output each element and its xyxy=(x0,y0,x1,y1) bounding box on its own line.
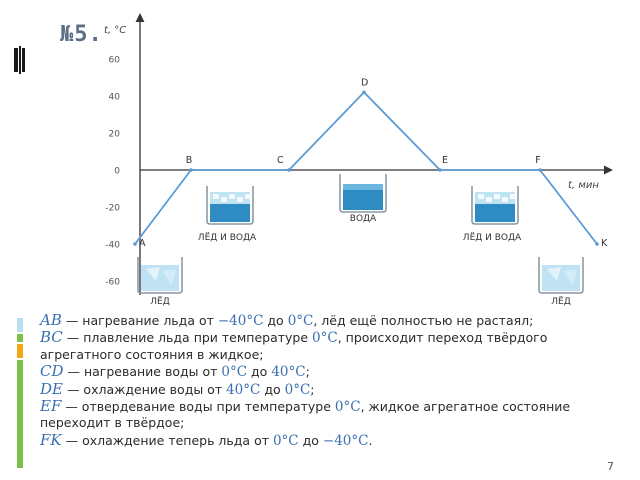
y-tick-label: 20 xyxy=(109,130,121,140)
point-label-c: C xyxy=(277,155,284,166)
temperature-value: 0°C xyxy=(221,364,248,381)
point-label-f: F xyxy=(535,155,540,166)
description-text: до xyxy=(260,381,285,397)
slide-title: №5. xyxy=(60,22,103,47)
segment-label: FK xyxy=(40,430,62,449)
point-e xyxy=(438,168,442,172)
segment-label: AB xyxy=(40,311,62,329)
series-line: A B C D E F K xyxy=(133,77,608,249)
point-label-k: K xyxy=(601,238,608,249)
segment-label: CD xyxy=(40,362,64,381)
x-axis-label: t, мин xyxy=(568,180,599,191)
y-ticks: 60 40 20 0 -20 -40 -60 xyxy=(105,56,120,288)
beaker-label: ВОДА xyxy=(350,214,377,224)
temperature-value: −40°C xyxy=(217,313,264,329)
description-text: — охлаждение воды от xyxy=(62,381,227,397)
y-tick-label: -20 xyxy=(105,204,120,214)
y-tick-label: -60 xyxy=(105,278,120,288)
segment-label: DE xyxy=(40,379,63,398)
y-tick-label: 0 xyxy=(114,167,120,177)
temperature-value: −40°C xyxy=(322,432,369,449)
point-label-d: D xyxy=(361,77,368,88)
strip-lightblue xyxy=(17,318,23,332)
decorative-bar-1 xyxy=(14,48,18,72)
description-text: , происходит переход твёрдого агрегатног… xyxy=(40,330,548,362)
description-text: — нагревание льда от xyxy=(61,313,218,328)
description-text: ; xyxy=(310,381,315,397)
beaker-label: ЛЁД И ВОДА xyxy=(198,232,257,243)
segment-label: EF xyxy=(40,397,62,416)
decorative-bar-3 xyxy=(22,48,25,72)
description-text: , жидкое агрегатное состояние переходит … xyxy=(40,399,571,431)
point-a xyxy=(133,242,137,246)
segment-label: BC xyxy=(40,328,63,347)
description-line-fk: FK — охлаждение теперь льда от 0°C до −4… xyxy=(40,432,610,449)
point-f xyxy=(538,168,542,172)
point-d xyxy=(362,90,366,95)
description-text: , лёд ещё полностью не растаял; xyxy=(313,313,534,328)
strip-orange xyxy=(17,344,23,358)
temperature-value: 0°C xyxy=(284,381,311,398)
y-tick-label: 40 xyxy=(109,93,121,103)
temperature-value: 0°C xyxy=(312,330,338,347)
ice-beaker-icon xyxy=(538,257,584,294)
description-block: AB — нагревание льда от −40°C до 0°C, лё… xyxy=(40,312,610,449)
description-text: до xyxy=(247,364,272,380)
page-number: 7 xyxy=(607,460,614,473)
temperature-value: 40°C xyxy=(226,381,261,398)
y-tick-label: -40 xyxy=(105,241,120,251)
ice-water-beaker-icon xyxy=(471,186,519,225)
description-text: — охлаждение теперь льда от xyxy=(61,432,273,448)
temperature-value: 0°C xyxy=(334,399,361,416)
description-line-ef: EF — отвердевание воды при температуре 0… xyxy=(40,398,610,432)
description-line-cd: CD — нагревание воды от 0°C до 40°C; xyxy=(40,363,610,380)
y-tick-label: 60 xyxy=(109,56,121,66)
description-text: до xyxy=(298,432,323,448)
description-text: — отвердевание воды при температуре xyxy=(61,399,335,415)
heating-curve-chart: t, °C t, мин 60 40 20 0 -20 -40 -60 A B C D E F K ЛЁД… xyxy=(104,13,613,307)
beaker-illustrations: ЛЁД ЛЁД И ВОДА ВОДА ЛЁД И ВОДА ЛЁД xyxy=(137,174,584,307)
beaker-label: ЛЁД И ВОДА xyxy=(463,232,522,243)
point-label-b: B xyxy=(186,155,193,166)
temperature-value: 40°C xyxy=(271,364,306,381)
y-axis-label: t, °C xyxy=(104,25,126,36)
water-beaker-icon xyxy=(339,174,387,213)
point-c xyxy=(287,168,291,172)
temperature-value: 0°C xyxy=(272,432,299,449)
description-text: ; xyxy=(305,364,310,380)
beaker-label: ЛЁД xyxy=(150,296,170,307)
description-line-ab: AB — нагревание льда от −40°C до 0°C, лё… xyxy=(40,312,610,329)
beaker-label: ЛЁД xyxy=(551,296,571,307)
description-line-de: DE — охлаждение воды от 40°C до 0°C; xyxy=(40,379,610,398)
description-text: — плавление льда при температуре xyxy=(62,330,313,346)
temperature-value: 0°C xyxy=(287,313,314,329)
ice-beaker-icon xyxy=(137,257,183,294)
description-text: . xyxy=(368,432,373,448)
description-line-bc: BC — плавление льда при температуре 0°C,… xyxy=(40,329,610,363)
point-label-e: E xyxy=(442,155,448,166)
description-text: до xyxy=(263,313,288,328)
decorative-bar-2 xyxy=(19,46,21,74)
point-label-a: A xyxy=(139,238,146,249)
point-k xyxy=(595,242,599,246)
ice-water-beaker-icon xyxy=(206,186,254,225)
strip-green xyxy=(17,360,23,468)
point-b xyxy=(189,168,193,172)
strip-green-top xyxy=(17,334,23,342)
description-text: — нагревание воды от xyxy=(63,364,222,380)
